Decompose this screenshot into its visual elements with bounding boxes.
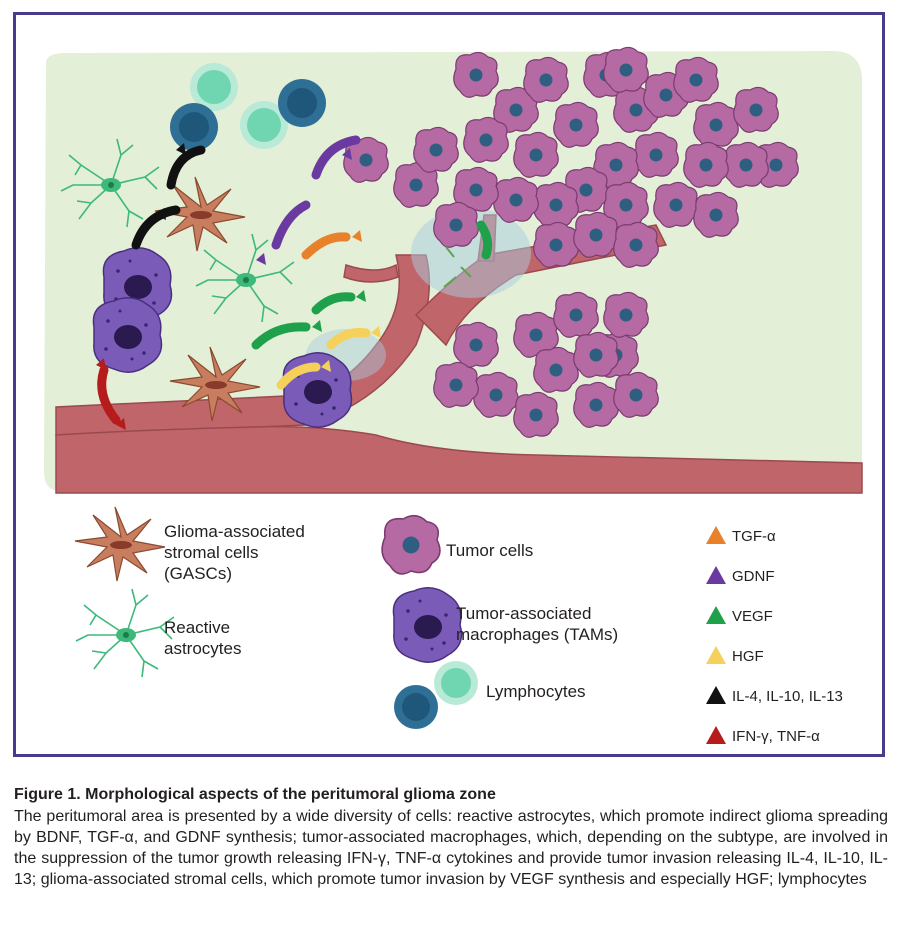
legend-lymphocytes-label: Lymphocytes xyxy=(486,682,586,701)
legend-factor-swatches xyxy=(706,526,726,744)
factor-triangles xyxy=(96,143,381,430)
legend-lymphocyte-icon xyxy=(394,661,478,729)
legend-tumor-label: Tumor cells xyxy=(446,541,534,560)
factor-label-gdnf: GDNF xyxy=(732,568,775,585)
legend-gasc-icon xyxy=(74,506,166,582)
figure-frame: Glioma-associated stromal cells (GASCs) … xyxy=(13,12,885,757)
lymphocytes-group xyxy=(170,63,326,151)
legend-astrocyte-icon xyxy=(75,588,175,678)
figure-caption: Figure 1. Morphological aspects of the p… xyxy=(14,786,888,890)
figure-illustration xyxy=(44,46,863,744)
factor-label-hgf: HGF xyxy=(732,648,764,665)
factor-arrows xyxy=(97,135,493,425)
caption-title: Figure 1. Morphological aspects of the p… xyxy=(14,786,496,803)
caption-body: The peritumoral area is presented by a w… xyxy=(14,808,888,888)
small-arrows xyxy=(443,246,472,288)
factor-label-il: IL-4, IL-10, IL-13 xyxy=(732,688,843,705)
legend-gasc-label: Glioma-associated stromal cells (GASCs) xyxy=(164,522,305,583)
legend-tumor-icon xyxy=(381,514,441,575)
legend-tams-icon xyxy=(392,587,463,663)
legend-tams-label: Tumor-associated macrophages (TAMs) xyxy=(456,604,619,644)
factor-label-vegf: VEGF xyxy=(732,608,773,625)
factor-label-tgf: TGF-α xyxy=(732,528,776,545)
factor-label-ifn: IFN-γ, TNF-α xyxy=(732,728,820,745)
legend-astrocytes-label: Reactive astrocytes xyxy=(164,618,242,658)
